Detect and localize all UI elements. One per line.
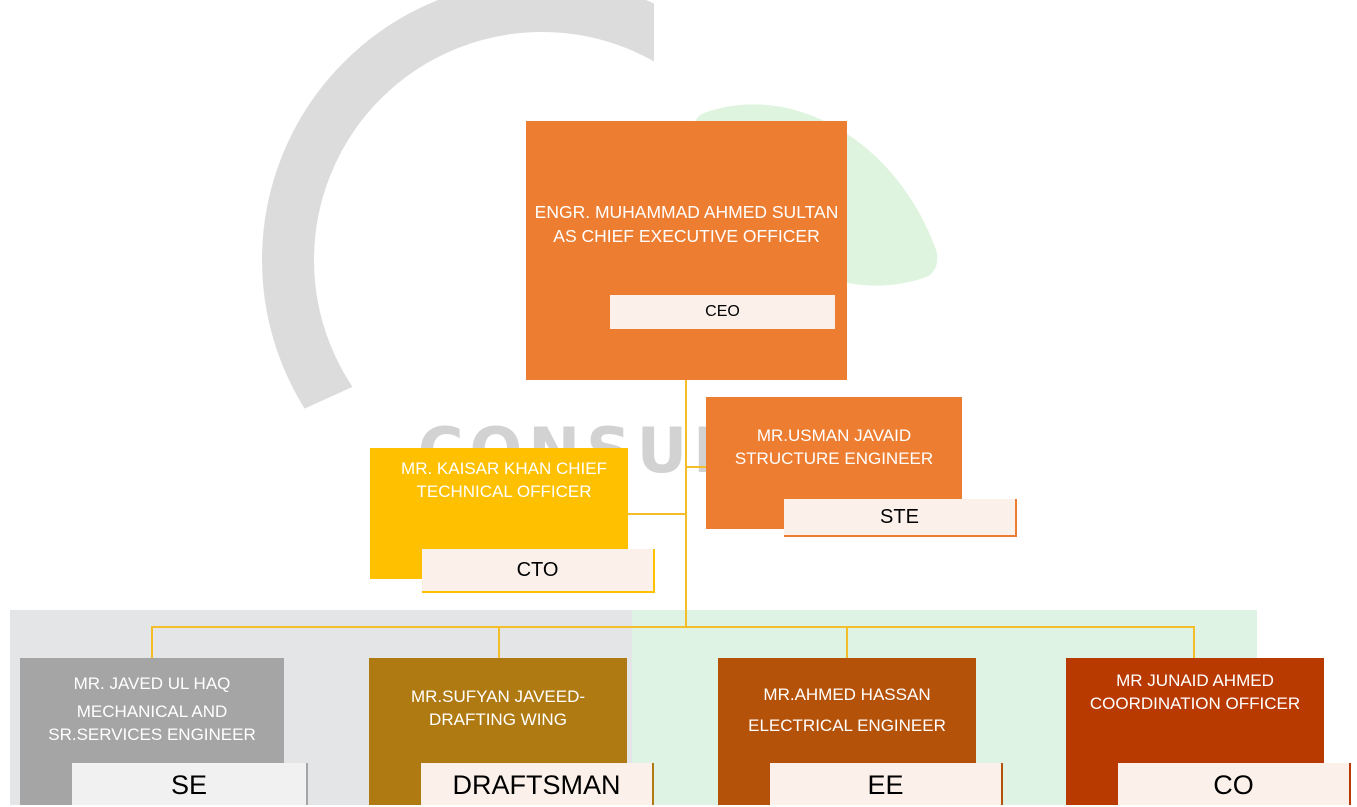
ste-tag: STE [784, 499, 1017, 537]
connector-trunk [685, 380, 687, 627]
cto-name: MR. KAISAR KHAN CHIEF TECHNICAL OFFICER [401, 459, 607, 501]
se-name-line1: MR. JAVED UL HAQ [73, 674, 231, 693]
draftsman-name: MR.SUFYAN JAVEED- DRAFTING WING [410, 687, 586, 729]
se-name-line2: MECHANICAL AND SR.SERVICES ENGINEER [48, 702, 256, 745]
connector-co [1193, 626, 1195, 658]
connector-ste [686, 466, 707, 468]
ceo-box: ENGR. MUHAMMAD AHMED SULTAN AS CHIEF EXE… [526, 121, 847, 380]
co-tag: CO [1118, 763, 1351, 805]
ceo-name: ENGR. MUHAMMAD AHMED SULTAN AS CHIEF EXE… [534, 202, 839, 246]
draftsman-tag: DRAFTSMAN [421, 763, 654, 805]
connector-draftsman [498, 626, 500, 658]
ee-name-line2: ELECTRICAL ENGINEER [748, 715, 946, 735]
se-tag: SE [72, 763, 308, 805]
ceo-tag: CEO [610, 295, 835, 329]
connector-ee [846, 626, 848, 658]
ee-name-line1: MR.AHMED HASSAN [763, 685, 931, 704]
connector-horizontal [151, 626, 1195, 628]
connector-cto [628, 513, 686, 515]
co-name: MR JUNAID AHMED COORDINATION OFFICER [1089, 671, 1301, 713]
cto-tag: CTO [422, 549, 655, 593]
connector-se [151, 626, 153, 658]
ste-name: MR.USMAN JAVAID STRUCTURE ENGINEER [734, 426, 934, 468]
ee-tag: EE [770, 763, 1003, 805]
